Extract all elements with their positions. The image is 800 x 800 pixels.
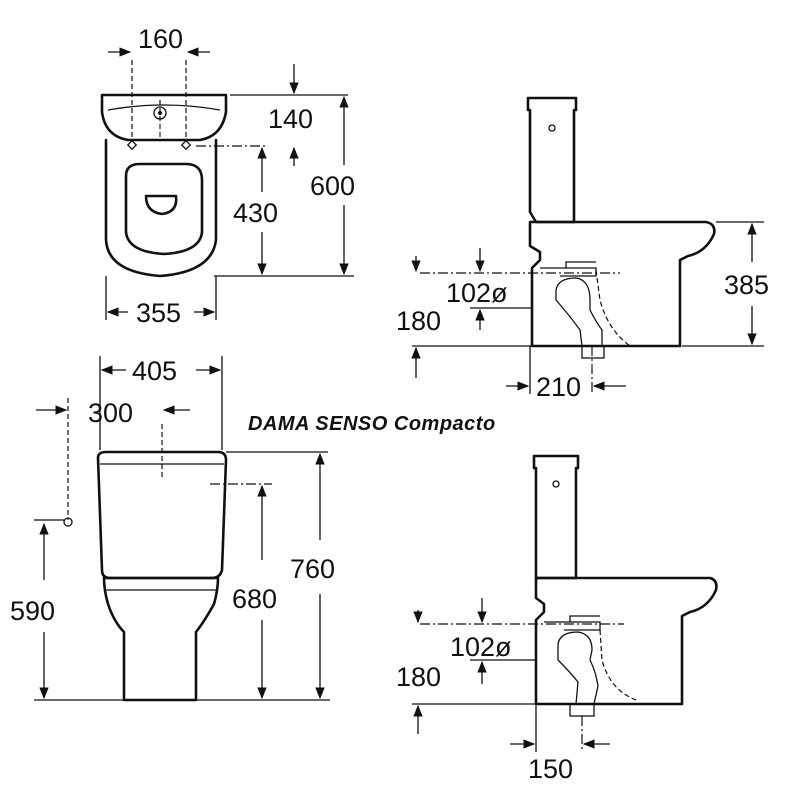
cistern-side-outline xyxy=(526,96,578,224)
dim-160-label: 160 xyxy=(138,24,183,54)
bowl-side-outline-bottom xyxy=(534,576,718,706)
dim-102-label-top: 102ø xyxy=(446,278,508,308)
outlet-pipe-bottom xyxy=(569,703,595,717)
side-view-top: 102ø 180 385 210 xyxy=(396,96,769,402)
dim-180-label-bottom: 180 xyxy=(396,662,441,692)
dim-355-label: 355 xyxy=(136,298,181,328)
top-view: 160 140 430 600 355 xyxy=(100,24,355,328)
tank-inner-line xyxy=(107,104,221,111)
dim-180-label-top: 180 xyxy=(396,306,441,336)
seat-hole xyxy=(144,194,178,216)
dim-600-label: 600 xyxy=(310,171,355,201)
dim-590-label: 590 xyxy=(10,596,55,626)
dim-210-label: 210 xyxy=(536,372,581,402)
dim-760-label: 760 xyxy=(290,554,335,584)
dim-680-label: 680 xyxy=(232,584,277,614)
dim-300-label: 300 xyxy=(88,398,133,428)
cistern-side-outline-bottom xyxy=(532,454,580,580)
seat-outline xyxy=(124,162,204,256)
dim-385-label: 385 xyxy=(724,270,769,300)
bowl-side-outline xyxy=(528,220,716,348)
front-view: 405 300 590 680 760 xyxy=(10,356,335,702)
tank-outline-plan xyxy=(100,93,228,142)
bowl-front-outline xyxy=(102,576,220,702)
dim-140-label: 140 xyxy=(268,104,313,134)
bowl-outline-plan xyxy=(104,138,218,278)
side-view-bottom: 102ø 180 150 xyxy=(396,454,718,784)
dim-150-label: 150 xyxy=(528,754,573,784)
product-title: DAMA SENSO Compacto xyxy=(248,413,496,435)
supply-point xyxy=(63,517,73,527)
dim-102-label-bottom: 102ø xyxy=(450,632,512,662)
cistern-front-outline xyxy=(96,450,228,580)
outlet-pipe xyxy=(581,345,605,359)
dim-430-label: 430 xyxy=(233,198,278,228)
dim-405-label: 405 xyxy=(132,356,177,386)
